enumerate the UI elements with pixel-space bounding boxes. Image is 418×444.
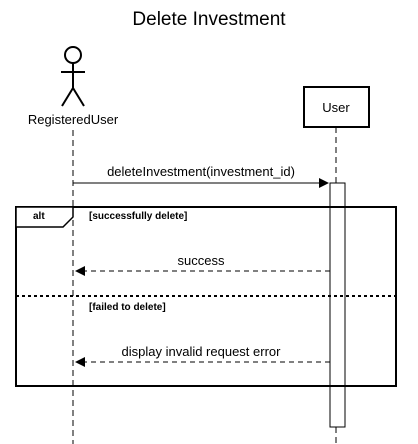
alt-operator-tab xyxy=(15,206,74,228)
user-participant-label: User xyxy=(322,100,350,115)
call-message-label: deleteInvestment(investment_id) xyxy=(107,164,295,179)
alt-operator-label: alt xyxy=(33,211,45,222)
success-return-label: success xyxy=(178,253,225,268)
actor-icon xyxy=(61,46,85,107)
error-return-label: display invalid request error xyxy=(122,344,282,359)
activation-bar xyxy=(329,182,346,428)
guard-success-label: [successfully delete] xyxy=(89,211,187,222)
user-participant-box xyxy=(303,86,370,128)
actor-label: RegisteredUser xyxy=(28,112,119,127)
guard-failure-label: [failed to delete] xyxy=(89,302,166,313)
diagram-title: Delete Investment xyxy=(132,9,286,30)
